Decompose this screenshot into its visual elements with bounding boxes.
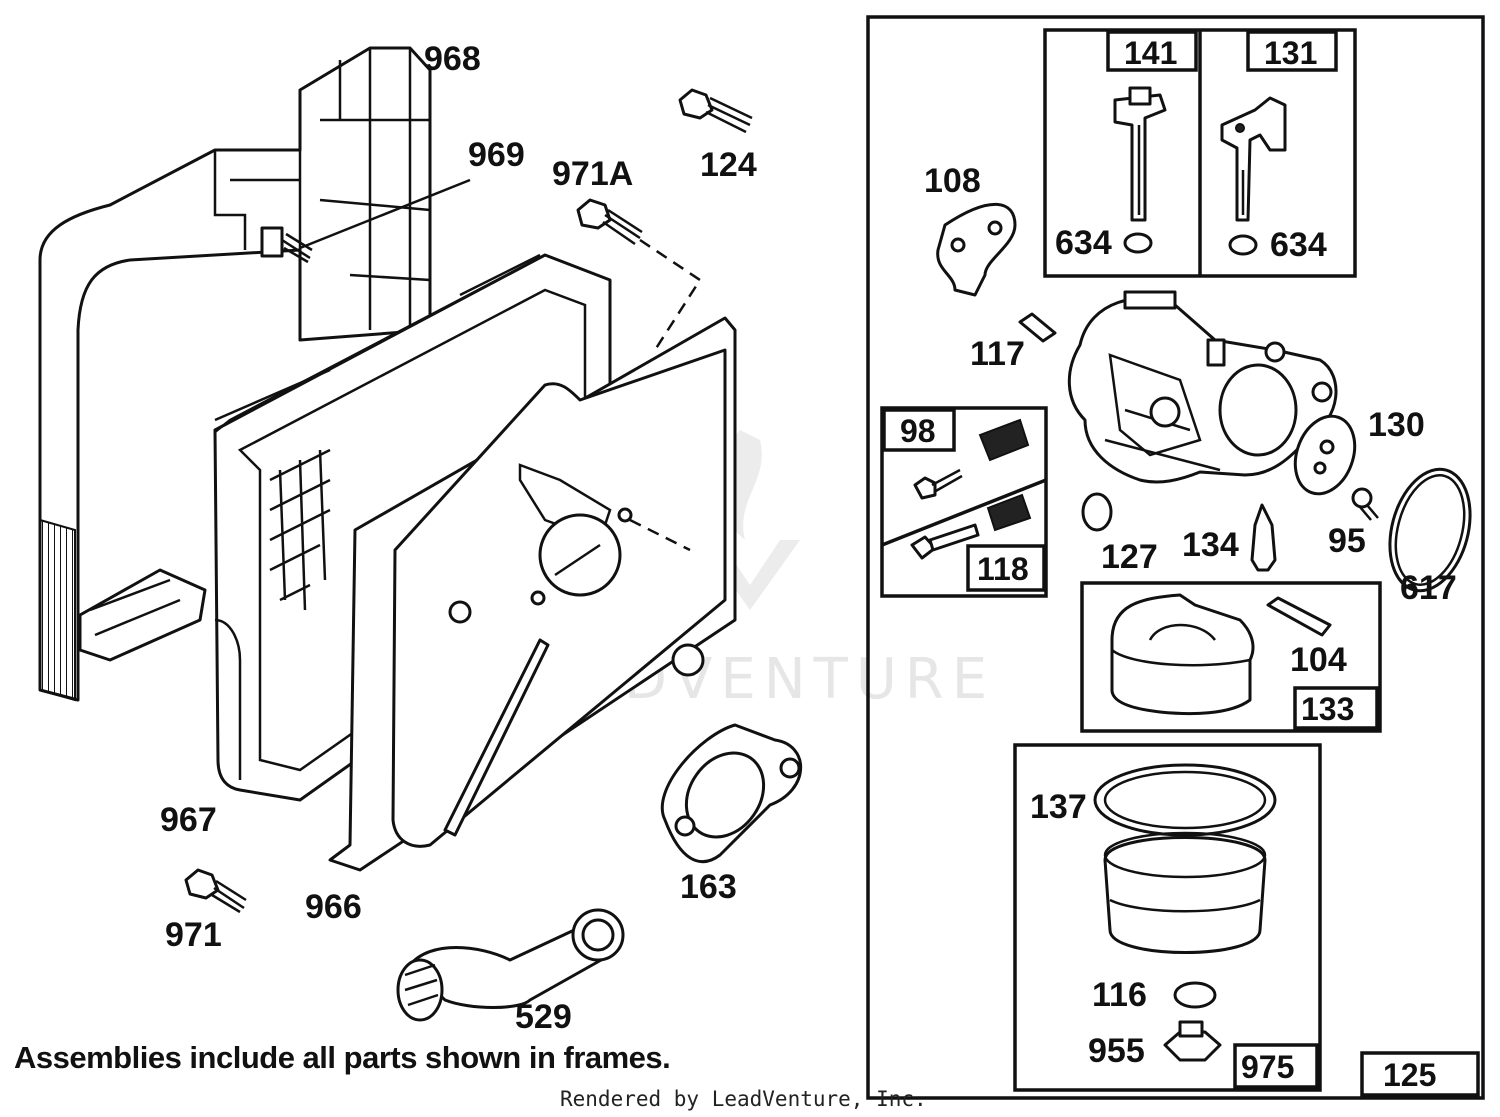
label-134: 134 [1182, 526, 1239, 564]
frame-tag-133: 133 [1293, 686, 1379, 730]
part-955-screw [1163, 1020, 1222, 1062]
part-130-gasket [1293, 414, 1357, 496]
label-955: 955 [1088, 1032, 1145, 1070]
part-163-gasket [660, 723, 803, 864]
label-971: 971 [165, 916, 222, 954]
part-971-screw [184, 868, 247, 914]
part-969-stud [260, 178, 471, 264]
label-104: 104 [1290, 641, 1347, 679]
frame-tag-98: 98 [882, 408, 956, 452]
part-617-oring [1388, 467, 1472, 593]
svg-text:975: 975 [1241, 1049, 1294, 1085]
label-634-left: 634 [1055, 224, 1112, 262]
svg-text:133: 133 [1301, 691, 1354, 727]
part-116-washer [1173, 981, 1217, 1009]
part-117-pin [1018, 312, 1057, 343]
carburetor-body [1067, 290, 1338, 484]
frame-975 [1013, 743, 1322, 1092]
label-116: 116 [1092, 976, 1147, 1014]
label-617: 617 [1400, 569, 1457, 607]
label-124: 124 [700, 146, 757, 184]
label-163: 163 [680, 868, 737, 906]
label-966: 966 [305, 888, 362, 926]
svg-text:125: 125 [1383, 1057, 1436, 1093]
label-634-right: 634 [1270, 226, 1327, 264]
part-118-screw-spring [910, 493, 1032, 560]
callout-labels: 968 969 971A 124 967 971 966 163 529 108… [160, 40, 1457, 1070]
frame-98-118 [880, 406, 1048, 598]
part-141-valve [1113, 86, 1167, 254]
filter-mesh [269, 448, 331, 611]
svg-text:118: 118 [977, 551, 1029, 587]
label-117: 117 [970, 335, 1025, 373]
frame-133 [1080, 581, 1382, 733]
part-95-screw [1351, 487, 1379, 521]
svg-text:141: 141 [1124, 35, 1177, 71]
label-968: 968 [424, 40, 481, 78]
label-137: 137 [1030, 788, 1087, 826]
label-529: 529 [515, 998, 572, 1036]
part-127-plug [1081, 492, 1113, 532]
part-98-screw-spring [913, 418, 1030, 500]
label-95: 95 [1328, 522, 1366, 560]
part-137-bowl [1093, 763, 1277, 954]
svg-text:131: 131 [1264, 35, 1317, 71]
label-130: 130 [1368, 406, 1425, 444]
part-966-cover [328, 316, 737, 872]
part-133-float [1110, 593, 1332, 716]
label-969: 969 [468, 136, 525, 174]
svg-text:98: 98 [900, 413, 936, 449]
part-971A-screw [576, 198, 702, 351]
part-131-valve [1220, 96, 1287, 256]
frame-tag-118: 118 [966, 544, 1046, 592]
part-968-base [38, 46, 432, 702]
part-108-plate [936, 202, 1017, 297]
caption-text: Assemblies include all parts shown in fr… [14, 1040, 670, 1075]
part-134-needle [1250, 503, 1277, 572]
frame-tag-125: 125 [1360, 1051, 1480, 1097]
render-credit: Rendered by LeadVenture, Inc. [560, 1087, 927, 1111]
frame-125 [866, 15, 1485, 1100]
label-967: 967 [160, 801, 217, 839]
label-108: 108 [924, 162, 981, 200]
part-529-elbow [396, 908, 625, 1022]
frame-tag-975: 975 [1233, 1043, 1319, 1089]
frame-tag-141: 141 [1106, 30, 1198, 72]
part-124-screw [678, 88, 753, 134]
frame-tag-131: 131 [1246, 30, 1338, 72]
label-971A: 971A [552, 155, 633, 193]
label-127: 127 [1101, 538, 1158, 576]
